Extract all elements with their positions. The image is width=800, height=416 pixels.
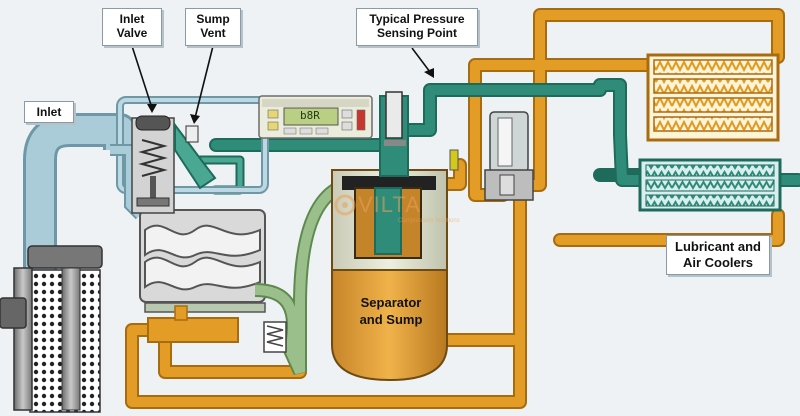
label-coolers: Lubricant and Air Coolers [666,235,770,275]
controller-display: b8R [300,109,320,122]
watermark-mark-icon [334,194,356,216]
oil-filter-cartridge [449,111,534,201]
oil-circuit [125,8,785,409]
label-inlet: Inlet [24,101,74,123]
lubricant-cooler [646,53,780,142]
watermark-tagline: Compression Solutions [398,218,460,224]
compressor-airend [139,178,348,375]
watermark-logo: VILTA Compression Solutions [330,186,480,226]
watermark-brand: VILTA [358,192,421,217]
label-pressure-point: Typical Pressure Sensing Point [356,8,478,46]
air-aftercooler [638,158,782,212]
inlet-valve [131,115,175,214]
sump-vent-leader [194,45,214,119]
controller-panel [258,95,373,139]
pressure-point-leader [411,47,431,73]
inlet-filter [0,245,103,413]
label-sump-vent: Sump Vent [185,8,241,46]
label-inlet-valve: Inlet Valve [102,8,162,46]
sump-vent [174,122,217,190]
leader-lines [131,45,434,124]
separator-tank [331,91,448,382]
inlet-valve-leader [131,45,153,109]
label-separator: Separator and Sump [359,295,423,327]
